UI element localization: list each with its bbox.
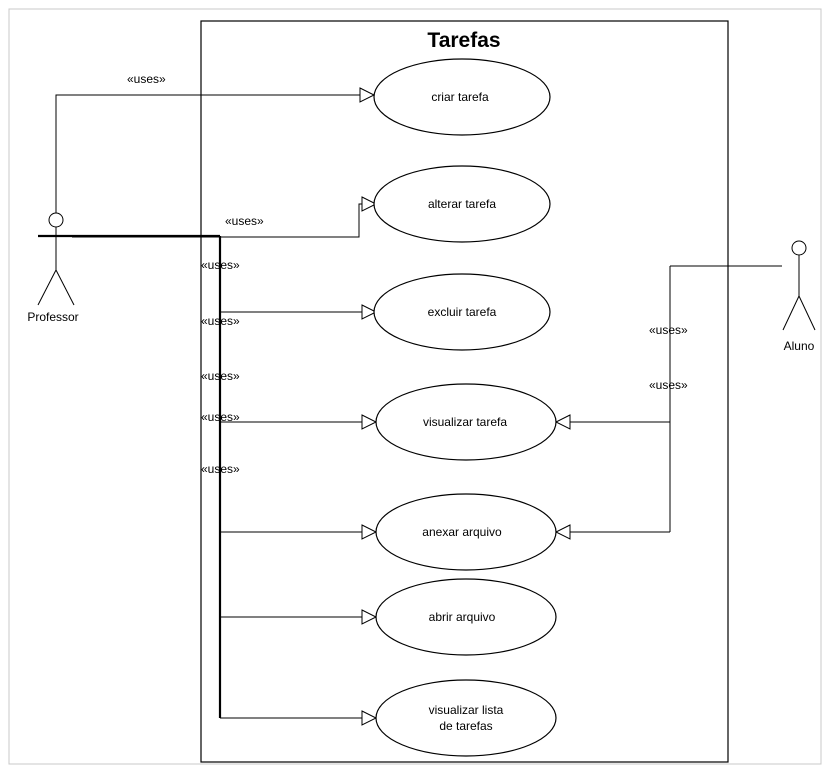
actor-aluno-leg-left — [782, 295, 800, 331]
arrowhead-excluir — [361, 304, 378, 320]
use-case-label-visualizar: visualizar tarefa — [423, 415, 507, 429]
uses-label-alterar: «uses» — [225, 214, 264, 228]
arrowhead-visualizar-left — [361, 414, 378, 430]
diagram-frame — [8, 8, 822, 765]
system-title: Tarefas — [427, 29, 500, 52]
uses-label-bus-3: «uses» — [201, 369, 240, 383]
use-case-label-abrir: abrir arquivo — [429, 610, 496, 624]
arrowhead-lista — [361, 710, 378, 726]
arrowhead-alterar — [361, 196, 378, 212]
uses-label-aluno-2: «uses» — [649, 378, 688, 392]
actor-aluno-label: Aluno — [784, 339, 815, 353]
use-case-abrir-arquivo[interactable] — [375, 578, 557, 656]
uses-label-aluno-1: «uses» — [649, 323, 688, 337]
uses-label-bus-4: «uses» — [201, 410, 240, 424]
connectors — [38, 94, 782, 719]
actor-aluno[interactable] — [782, 240, 816, 331]
uses-label-bus-2: «uses» — [201, 314, 240, 328]
arrowhead-anexar-right — [554, 524, 571, 540]
arrowhead-anexar-left — [361, 524, 378, 540]
use-case-label-alterar: alterar tarefa — [428, 197, 496, 211]
actor-professor-leg-right — [55, 269, 75, 306]
actor-professor[interactable] — [37, 212, 75, 306]
use-case-visualizar-lista[interactable] — [375, 679, 557, 757]
arrowhead-visualizar-right — [554, 414, 571, 430]
use-case-criar-tarefa[interactable] — [373, 58, 551, 136]
uses-label-bus-1: «uses» — [201, 258, 240, 272]
actor-aluno-leg-right — [798, 295, 816, 331]
use-case-alterar-tarefa[interactable] — [373, 165, 551, 243]
actor-aluno-head — [791, 240, 807, 256]
use-case-label-lista-line1: visualizar lista — [429, 703, 504, 717]
actor-professor-head — [48, 212, 64, 228]
use-case-label-lista-line2: de tarefas — [439, 719, 492, 733]
arrowheads — [359, 87, 571, 726]
arrowhead-abrir — [361, 609, 378, 625]
actor-professor-label: Professor — [27, 310, 78, 324]
use-case-anexar-arquivo[interactable] — [375, 493, 557, 571]
use-case-visualizar-tarefa[interactable] — [375, 383, 557, 461]
use-case-label-excluir: excluir tarefa — [428, 305, 497, 319]
arrowhead-criar — [359, 87, 376, 103]
actor-professor-leg-left — [37, 269, 57, 306]
use-case-label-anexar: anexar arquivo — [422, 525, 502, 539]
uses-label-criar: «uses» — [127, 72, 166, 86]
uses-label-bus-5: «uses» — [201, 462, 240, 476]
use-case-excluir-tarefa[interactable] — [373, 273, 551, 351]
system-boundary — [200, 20, 729, 763]
use-case-label-criar: criar tarefa — [431, 90, 489, 104]
connector-professor-alterar — [72, 203, 362, 238]
connector-professor-criar — [55, 94, 360, 213]
